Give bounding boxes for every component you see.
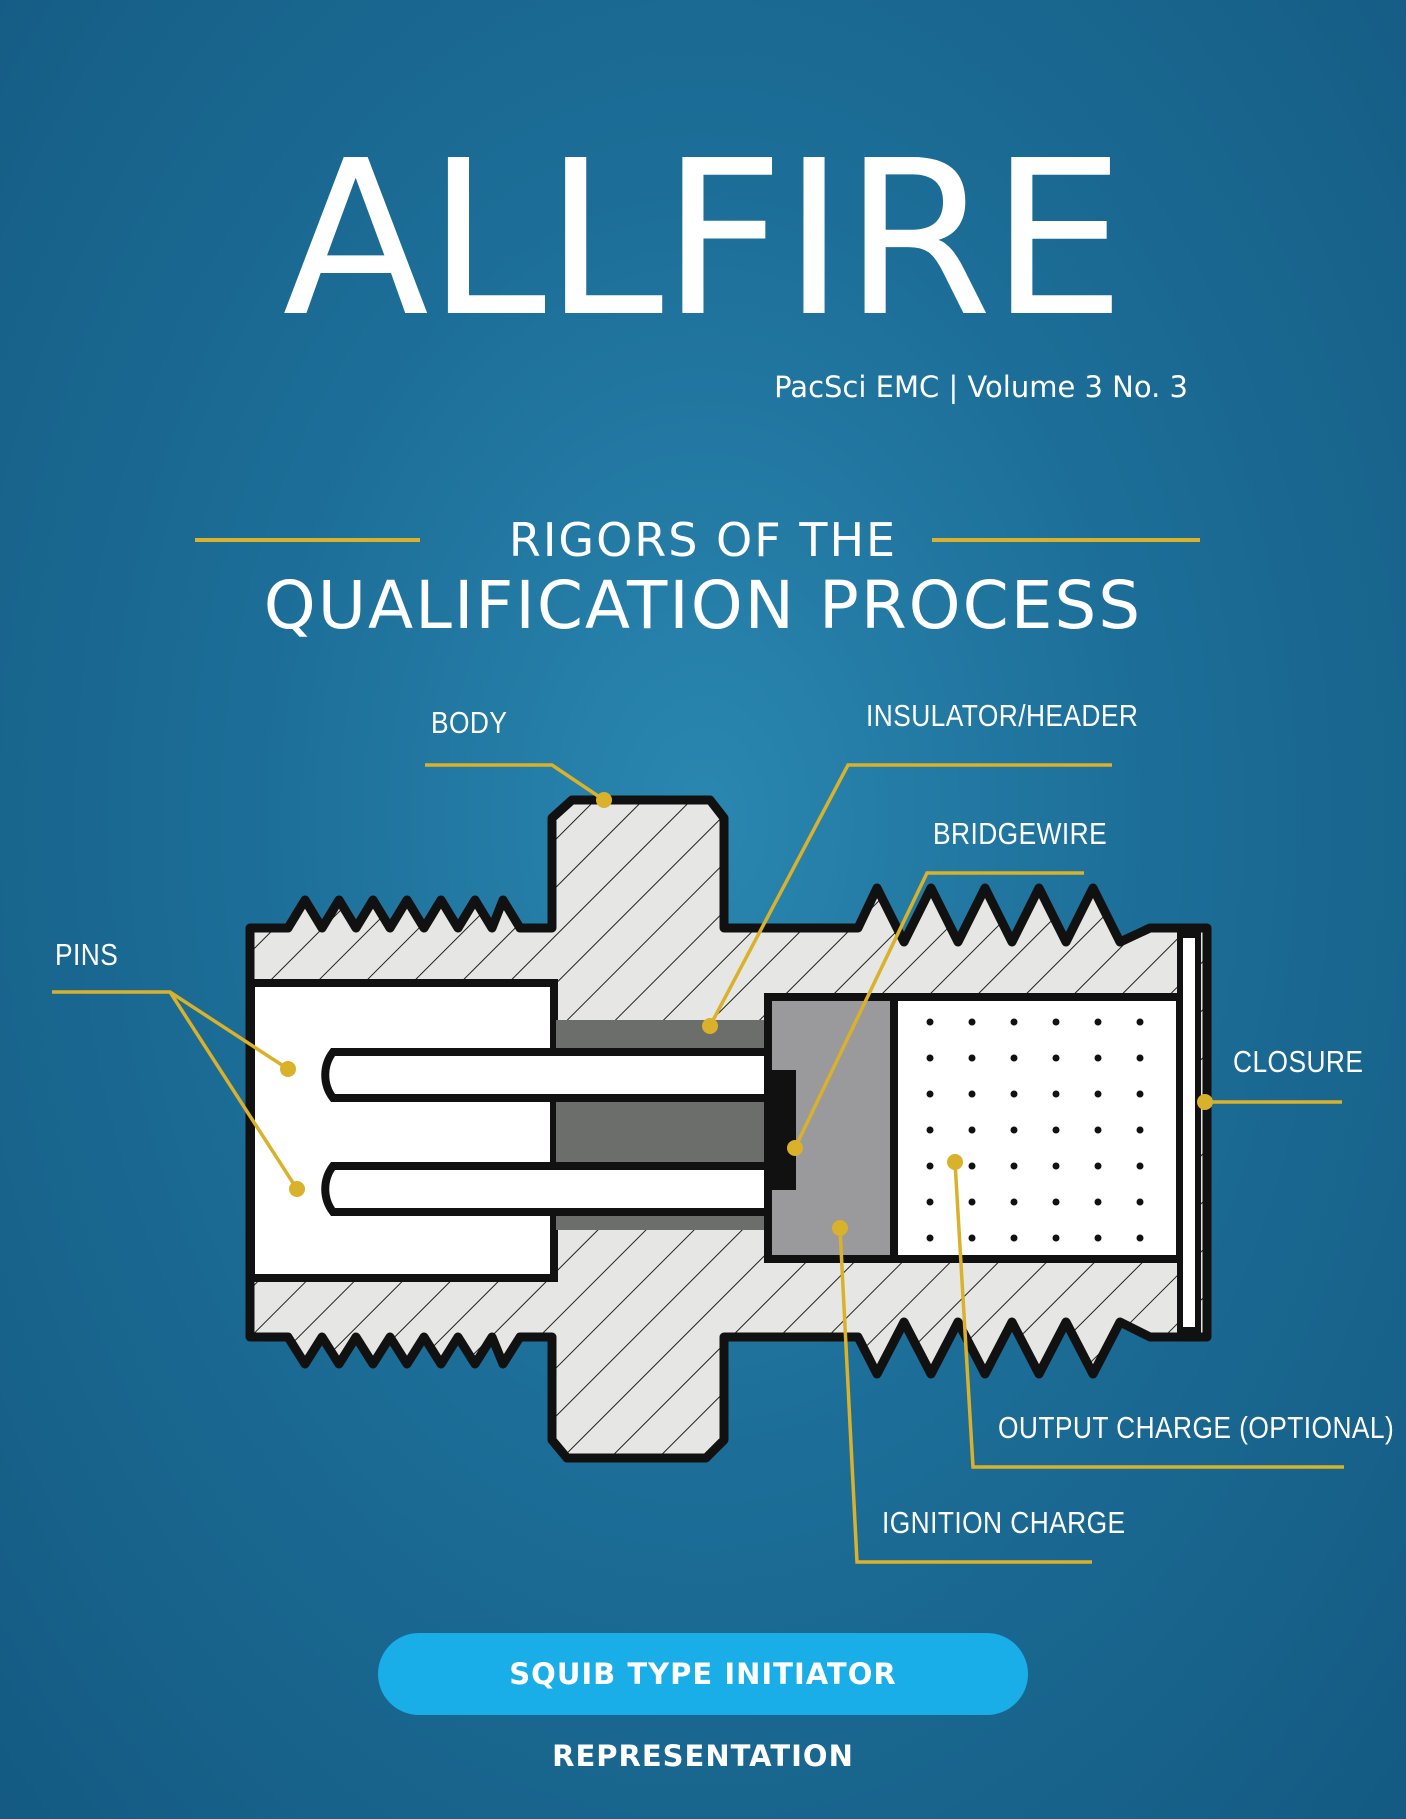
label-bridgewire: BRIDGEWIRE bbox=[933, 816, 1108, 851]
pin-upper bbox=[321, 1048, 772, 1102]
magazine-title: ALLFIRE bbox=[282, 115, 1126, 364]
callout-lines bbox=[52, 763, 1344, 1564]
headline-rule-right bbox=[932, 538, 1200, 542]
issue-line: PacSci EMC | Volume 3 No. 3 bbox=[774, 370, 1188, 404]
label-body: BODY bbox=[431, 705, 508, 740]
closure-shape bbox=[1177, 932, 1201, 1333]
headline-rule-left bbox=[195, 538, 420, 542]
headline-line-2: QUALIFICATION PROCESS bbox=[263, 567, 1143, 644]
pin-lower bbox=[321, 1162, 772, 1216]
label-pins: PINS bbox=[55, 937, 119, 972]
label-ignition-charge: IGNITION CHARGE bbox=[882, 1505, 1126, 1540]
callout-dots bbox=[280, 792, 1213, 1236]
output-charge-shape bbox=[890, 993, 1184, 1263]
label-output-charge: OUTPUT CHARGE (OPTIONAL) bbox=[998, 1410, 1395, 1445]
headline-line-1: RIGORS OF THE bbox=[508, 513, 898, 567]
bridgewire-shape bbox=[772, 1070, 796, 1190]
pin-cavity bbox=[247, 979, 558, 1282]
label-insulator-header: INSULATOR/HEADER bbox=[866, 698, 1139, 733]
output-charge-dots bbox=[926, 1018, 1144, 1242]
caption-badge: SQUIB TYPE INITIATOR REPRESENTATION bbox=[378, 1633, 1028, 1773]
label-closure: CLOSURE bbox=[1233, 1044, 1364, 1079]
